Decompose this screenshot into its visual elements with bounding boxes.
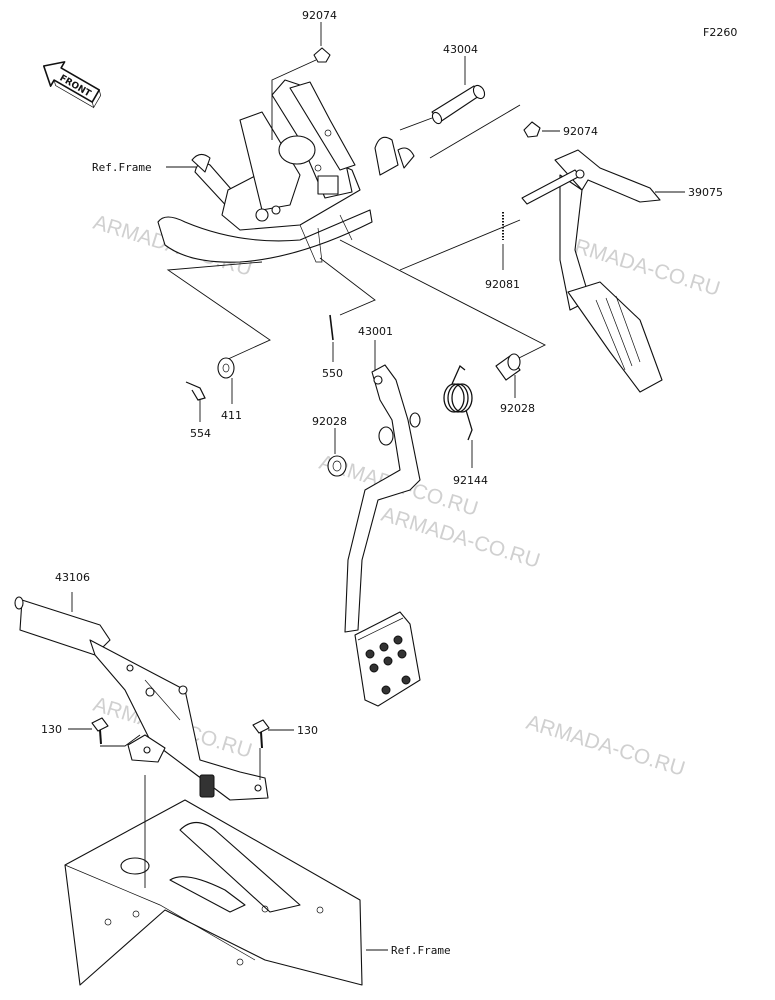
label-92081: 92081 [485,278,520,291]
label-554: 554 [190,427,211,440]
label-39075: 39075 [688,186,723,199]
part-43004-pin: 43004 [399,43,521,159]
ref-frame-top-callout: Ref.Frame [92,161,196,174]
watermark-5: ARMADA-CO.RU [524,711,688,781]
label-550: 550 [322,367,343,380]
label-43004: 43004 [443,43,478,56]
part-130-bolt-left: 130 [41,717,141,747]
part-92074-cap-right: 92074 [523,121,598,138]
leader-lines [166,219,546,361]
label-130-right: 130 [297,724,318,737]
pedal-bracket-frame [157,79,415,263]
part-92028-bushing-left: 92028 [312,415,347,477]
part-92074-cap-top: 92074 [271,9,337,140]
label-43001: 43001 [358,325,393,338]
label-411: 411 [221,409,242,422]
part-43001-brake-pedal: 43001 [344,325,421,707]
part-43106-parking-brake-lever: 43106 [14,571,269,801]
label-ref-frame-top: Ref.Frame [92,161,152,174]
label-92028-left: 92028 [312,415,347,428]
label-92144: 92144 [453,474,488,487]
part-411-washer: 411 [217,357,242,422]
label-43106: 43106 [55,571,90,584]
part-550-cotter-pin: 550 [322,314,343,380]
figure-code: F2260 [703,26,737,39]
lower-frame: Ref.Frame [64,775,451,986]
label-92074-top: 92074 [302,9,337,22]
label-92028-right: 92028 [500,402,535,415]
front-arrow-icon: FRONT [42,61,102,109]
part-92144-torsion-spring: 92144 [443,364,488,487]
part-554-clip: 554 [185,381,211,440]
label-92074-right: 92074 [563,125,598,138]
part-92028-bushing-right: 92028 [495,353,535,415]
part-39075-accelerator-pedal: 39075 [521,149,723,393]
part-130-bolt-right: 130 [252,719,318,780]
label-130-left: 130 [41,723,62,736]
part-92081-spring: 92081 [485,212,520,291]
label-ref-frame-bottom: Ref.Frame [391,944,451,957]
